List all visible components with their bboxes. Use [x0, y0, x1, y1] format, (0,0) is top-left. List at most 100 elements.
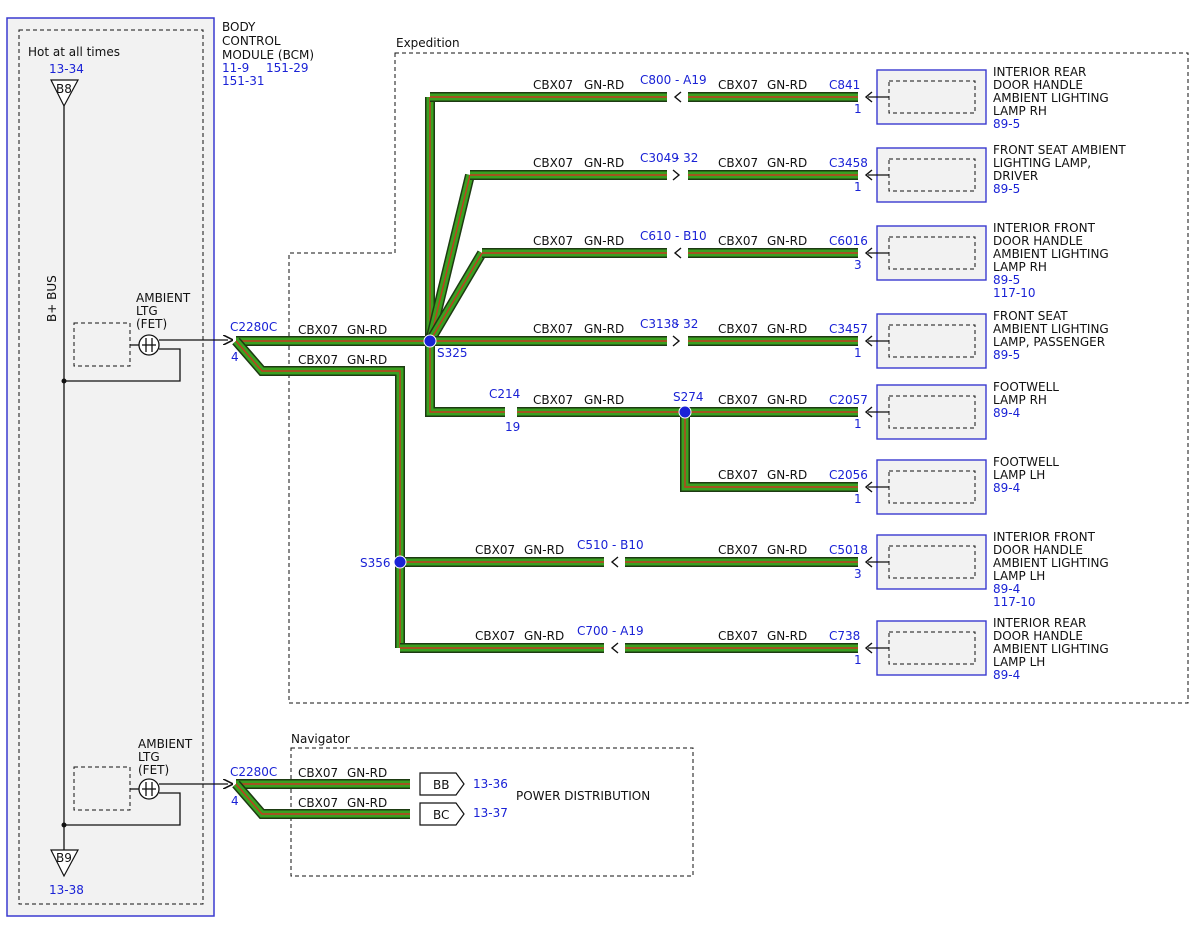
splice-s274-label: S274 — [673, 390, 704, 404]
inline-connector-2: C610 — [640, 229, 671, 243]
wire-color-right-7: GN-RD — [767, 629, 807, 643]
wire-load-5 — [680, 412, 858, 492]
load-name-7-0: INTERIOR REAR — [993, 616, 1086, 630]
nav-wire-bc — [232, 780, 410, 819]
wire-code-right-7: CBX07 — [718, 629, 758, 643]
inline-arrow-7 — [610, 642, 619, 654]
load-name-3-1: AMBIENT LIGHTING — [993, 322, 1109, 336]
wire-s325-diag-1 — [425, 173, 475, 343]
load-name-1-2: DRIVER — [993, 169, 1038, 183]
wire-color-left-2: GN-RD — [584, 234, 624, 248]
wire-code-right-6: CBX07 — [718, 543, 758, 557]
hot-at-all-times-label: Hot at all times — [28, 45, 120, 59]
connector-pin-3: 1 — [854, 346, 862, 360]
load-name-7-3: LAMP LH — [993, 655, 1045, 669]
connector-arrow-3 — [864, 335, 873, 347]
connector-7: C738 — [829, 629, 860, 643]
wire-color-main-top: GN-RD — [347, 323, 387, 337]
wire-code-right-1: CBX07 — [718, 156, 758, 170]
main-connector-label: C2280C — [230, 320, 277, 334]
wire-color-right-6: GN-RD — [767, 543, 807, 557]
wire-color-main-bottom: GN-RD — [347, 353, 387, 367]
load-ref-7-0: 89-4 — [993, 668, 1020, 682]
nav-connector-pin: 4 — [231, 794, 239, 808]
wire-c2280c-to-s356 — [232, 337, 405, 648]
load-name-2-2: AMBIENT LIGHTING — [993, 247, 1109, 261]
load-name-2-1: DOOR HANDLE — [993, 234, 1083, 248]
connector-6: C5018 — [829, 543, 868, 557]
bcm-title-3: MODULE (BCM) — [222, 48, 314, 62]
load-box-5 — [876, 459, 987, 515]
expedition-region: Expedition C2280C 4 CBX07 GN-RD CBX07 GN… — [230, 36, 1189, 704]
inline-pin-2: - B10 — [675, 229, 707, 243]
inline-pin-0: - A19 — [675, 73, 707, 87]
wire-code-left-4: CBX07 — [533, 393, 573, 407]
load-name-0-3: LAMP RH — [993, 104, 1047, 118]
connector-pin-6: 3 — [854, 567, 862, 581]
expedition-label: Expedition — [396, 36, 460, 50]
load-box-7 — [876, 620, 987, 676]
bcm-ref-2: 151-29 — [266, 61, 309, 75]
load-name-7-1: DOOR HANDLE — [993, 629, 1083, 643]
inline-pin-3: - 32 — [675, 317, 698, 331]
wire-color-right-0: GN-RD — [767, 78, 807, 92]
wire-color-right-4: GN-RD — [767, 393, 807, 407]
load-ref-0-0: 89-5 — [993, 117, 1020, 131]
wire-code-left-3: CBX07 — [533, 322, 573, 336]
power-distribution-label: POWER DISTRIBUTION — [516, 789, 650, 803]
wire-color-right-1: GN-RD — [767, 156, 807, 170]
wire-color-left-1: GN-RD — [584, 156, 624, 170]
connector-2: C6016 — [829, 234, 868, 248]
wire-code-right-2: CBX07 — [718, 234, 758, 248]
output-bc-tag: BC — [433, 808, 449, 822]
navigator-wires — [232, 779, 410, 819]
load-box-1 — [876, 147, 987, 203]
pin-b9-terminal: B9 — [50, 849, 80, 878]
load-name-4-0: FOOTWELL — [993, 380, 1059, 394]
connector-pin-1: 1 — [854, 180, 862, 194]
wire-code-main-bottom: CBX07 — [298, 353, 338, 367]
load-name-0-1: DOOR HANDLE — [993, 78, 1083, 92]
wire-color-right-2: GN-RD — [767, 234, 807, 248]
load-box-4 — [876, 384, 987, 440]
output-bc: BC 13-37 — [419, 802, 508, 826]
inline-connector-1: C3049 — [640, 151, 679, 165]
load-ref-2-0: 89-5 — [993, 273, 1020, 287]
wire-color-left-4: GN-RD — [584, 393, 624, 407]
bcm-ref-1: 11-9 — [222, 61, 249, 75]
fet2-label-3: (FET) — [138, 763, 169, 777]
splice-s356 — [393, 555, 407, 569]
connector-arrow-2 — [864, 247, 873, 259]
wire-code-main-top: CBX07 — [298, 323, 338, 337]
wire-code-left-2: CBX07 — [533, 234, 573, 248]
fet-1: AMBIENT LTG (FET) — [61, 291, 229, 384]
load-box-6 — [876, 534, 987, 590]
load-ref-6-0: 89-4 — [993, 582, 1020, 596]
c214-label: C214 — [489, 387, 520, 401]
load-ref-6-1: 117-10 — [993, 595, 1036, 609]
wire-code-right-4: CBX07 — [718, 393, 758, 407]
inline-arrow-3 — [672, 335, 681, 347]
inline-pin-6: - B10 — [612, 538, 644, 552]
nav-connector-label: C2280C — [230, 765, 277, 779]
load-name-7-2: AMBIENT LIGHTING — [993, 642, 1109, 656]
nav-wire-color-1: GN-RD — [347, 766, 387, 780]
b-plus-bus-label: B+ BUS — [45, 275, 59, 322]
load-name-3-0: FRONT SEAT — [993, 309, 1068, 323]
load-box-0 — [876, 69, 987, 125]
pin-b8-terminal: B8 — [50, 79, 80, 108]
wire-code-right-3: CBX07 — [718, 322, 758, 336]
load-name-6-0: INTERIOR FRONT — [993, 530, 1096, 544]
expedition-wires — [232, 91, 858, 654]
connector-0: C841 — [829, 78, 860, 92]
load-name-5-1: LAMP LH — [993, 468, 1045, 482]
inline-arrow-1 — [672, 169, 681, 181]
bottom-bus-ref: 13-38 — [49, 883, 84, 897]
fet2-label-2: LTG — [138, 750, 160, 764]
splice-s356-label: S356 — [360, 556, 391, 570]
load-name-0-0: INTERIOR REAR — [993, 65, 1086, 79]
bcm-title-2: CONTROL — [222, 34, 281, 48]
connector-3: C3457 — [829, 322, 868, 336]
load-box-2 — [876, 225, 987, 281]
wire-color-right-5: GN-RD — [767, 468, 807, 482]
